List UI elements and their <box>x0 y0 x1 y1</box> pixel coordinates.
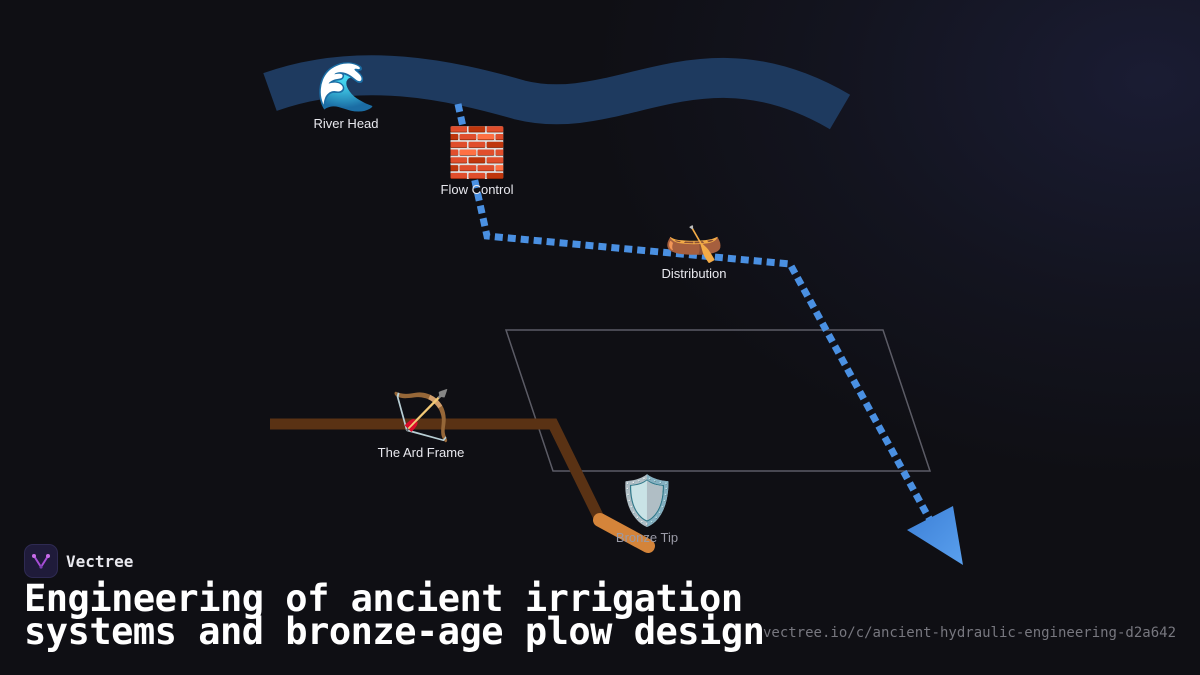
node-river-head: 🌊 River Head <box>313 60 378 131</box>
node-ard-frame: 🏹 The Ard Frame <box>378 389 465 460</box>
node-label: Flow Control <box>440 182 514 197</box>
river-band <box>263 55 851 130</box>
brick-wall-icon: 🧱 <box>447 125 507 181</box>
node-label: River Head <box>313 116 379 131</box>
irrigation-channel <box>454 103 934 522</box>
vectree-logo-icon <box>24 544 58 578</box>
shield-icon: 🛡️ <box>617 473 677 529</box>
bronze-share <box>593 513 655 553</box>
brand-name: Vectree <box>66 551 134 571</box>
brand: Vectree <box>24 544 133 578</box>
plow-frame <box>270 418 605 523</box>
bow-and-arrow-icon: 🏹 <box>391 388 451 444</box>
node-flow-control: 🧱 Flow Control <box>441 126 514 197</box>
page-title: Engineering of ancient irrigation system… <box>24 577 765 653</box>
node-label: Bronze Tip <box>615 530 679 545</box>
channel-arrowhead <box>907 506 963 565</box>
water-wave-icon: 🌊 <box>316 59 376 115</box>
node-label: Distribution <box>661 266 727 281</box>
node-distribution: 🛶 Distribution <box>661 210 726 281</box>
canoe-icon: 🛶 <box>664 209 724 265</box>
node-label: The Ard Frame <box>377 445 465 460</box>
source-url[interactable]: vectree.io/c/ancient-hydraulic-engineeri… <box>762 625 1176 641</box>
node-bronze-tip: 🛡️ Bronze Tip <box>616 474 678 545</box>
